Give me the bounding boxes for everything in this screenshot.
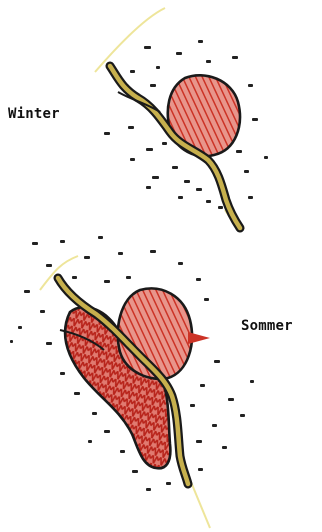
winter-label: Winter [8,106,60,122]
sommer-label: Sommer [241,318,293,334]
winter-yellow-line [95,8,165,72]
sommer-diagram [10,236,254,528]
sommer-spill [188,332,210,344]
winter-diagram [95,8,268,232]
